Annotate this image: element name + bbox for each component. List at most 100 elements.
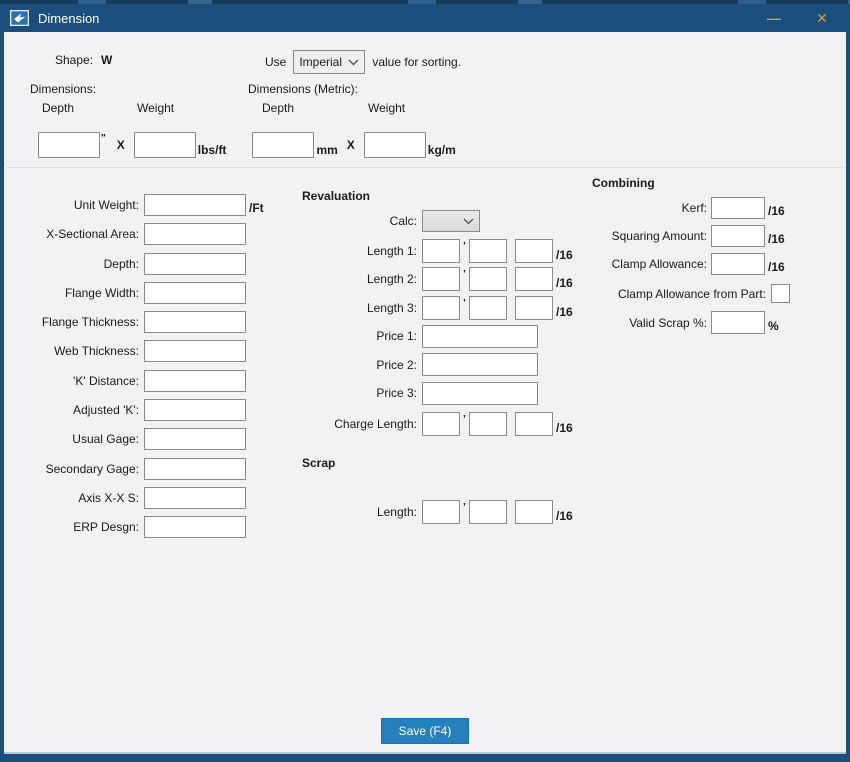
sixteenth-label: /16 [768,260,785,274]
feet-mark: ' [463,269,466,281]
weight-imperial-input[interactable] [133,132,196,158]
size-input-row: " X lbs/ft mm X kg/m [38,131,456,159]
price1-label: Price 1: [376,329,417,344]
length2-label: Length 2: [366,272,417,287]
k-distance-label: 'K' Distance: [73,373,139,388]
clamp-allowance-label: Clamp Allowance: [611,257,707,271]
web-thickness-input[interactable] [144,340,246,363]
imperial-weight-column-label: Weight [137,101,175,115]
feet-mark: ' [463,413,466,425]
clamp-allowance-from-part-checkbox[interactable] [771,284,790,303]
clamp-allowance-input[interactable] [711,253,765,275]
x-sectional-area-row: X-Sectional Area: [30,223,264,246]
unit-weight-label: Unit Weight: [73,198,139,212]
revaluation-section: Revaluation Calc: Length 1: ' /16 [302,189,573,528]
adjusted-k-input[interactable] [144,399,246,422]
sort-unit-select[interactable]: Imperial [293,50,366,74]
window-title: Dimension [38,10,100,26]
erp-desgn-label: ERP Desgn: [73,520,139,535]
secondary-gage-input[interactable] [144,457,246,480]
depth-input[interactable] [144,252,246,275]
x-sectional-area-input[interactable] [144,223,246,246]
kerf-label: Kerf: [681,201,707,215]
depth-imperial-input[interactable] [38,132,100,158]
imperial-depth-column-label: Depth [42,101,75,115]
length2-feet-input[interactable] [422,267,460,292]
shape-row: Shape: W [55,53,112,67]
erp-desgn-input[interactable] [144,516,246,539]
scrap-length-sixteenths-input[interactable] [515,499,553,524]
calc-label: Calc: [389,214,417,228]
length2-sixteenths-input[interactable] [515,267,553,292]
properties-column: Unit Weight: /Ft X-Sectional Area: Depth… [30,194,264,546]
flange-thickness-input[interactable] [144,311,246,334]
sixteenth-label: /16 [556,276,573,291]
minimize-button[interactable]: — [767,10,781,26]
charge-length-sixteenths-input[interactable] [515,411,553,436]
flange-width-row: Flange Width: [30,281,264,304]
calc-select[interactable] [422,210,480,232]
dimensions-metric-group-label: Dimensions (Metric): [248,82,359,96]
price1-input[interactable] [422,324,538,348]
scrap-length-row: Length: ' /16 [302,499,573,524]
imperial-weight-unit-label: lbs/ft [197,143,227,157]
length1-inches-input[interactable] [469,239,507,263]
scrap-title: Scrap [302,455,336,470]
charge-length-label: Charge Length: [334,416,417,431]
combining-section: Combining Kerf: /16 Squaring Amount: /16… [592,176,790,334]
percent-mark: % [768,319,779,333]
axis-xx-s-input[interactable] [144,486,246,509]
length1-sixteenths-input[interactable] [515,239,553,263]
scrap-length-inches-input[interactable] [469,499,507,524]
price1-row: Price 1: [302,324,573,348]
scrap-length-feet-input[interactable] [422,499,460,524]
length1-label: Length 1: [366,244,417,258]
length2-inches-input[interactable] [469,267,507,292]
length1-feet-input[interactable] [422,239,460,263]
flange-width-input[interactable] [144,281,246,304]
section-divider [7,167,843,168]
price2-input[interactable] [422,353,538,377]
sixteenth-label: /16 [556,304,573,319]
length3-inches-input[interactable] [469,295,507,320]
price2-row: Price 2: [302,353,573,377]
valid-scrap-input[interactable] [711,311,765,334]
length3-row: Length 3: ' /16 [302,295,573,320]
erp-desgn-row: ERP Desgn: [30,516,264,539]
axis-xx-s-row: Axis X-X S: [30,486,264,509]
dimensions-group-label: Dimensions: [30,82,97,96]
clamp-allowance-row: Clamp Allowance: /16 [592,253,790,275]
multiply-sign: X [116,138,125,152]
metric-weight-unit-label: kg/m [427,143,456,157]
feet-mark: ' [463,297,466,309]
usual-gage-input[interactable] [144,428,246,451]
price3-input[interactable] [422,381,538,405]
sixteenth-label: /16 [556,508,573,523]
unit-weight-input[interactable] [144,194,246,216]
k-distance-input[interactable] [144,369,246,392]
usual-gage-row: Usual Gage: [30,428,264,451]
weight-metric-input[interactable] [363,132,426,158]
use-suffix-label: value for sorting. [372,55,462,69]
title-bar[interactable]: Dimension — ✕ [0,4,850,32]
length3-feet-input[interactable] [422,295,460,320]
kerf-input[interactable] [711,197,765,219]
chevron-down-icon [348,55,359,69]
charge-length-inches-input[interactable] [469,411,507,436]
flange-width-label: Flange Width: [64,285,139,300]
unit-weight-row: Unit Weight: /Ft [30,194,264,216]
depth-metric-input[interactable] [252,132,315,158]
save-button[interactable]: Save (F4) [381,718,469,744]
charge-length-feet-input[interactable] [422,411,460,436]
length3-label: Length 3: [366,300,417,315]
price2-label: Price 2: [376,357,417,372]
multiply-sign-metric: X [346,138,355,152]
revaluation-title: Revaluation [302,189,371,203]
close-icon[interactable]: ✕ [816,10,828,26]
squaring-amount-input[interactable] [711,225,765,247]
length3-sixteenths-input[interactable] [515,295,553,320]
valid-scrap-label: Valid Scrap %: [629,315,707,330]
clamp-allowance-from-part-row: Clamp Allowance from Part: [592,284,790,303]
length2-row: Length 2: ' /16 [302,267,573,292]
metric-weight-column-label: Weight [368,101,406,115]
